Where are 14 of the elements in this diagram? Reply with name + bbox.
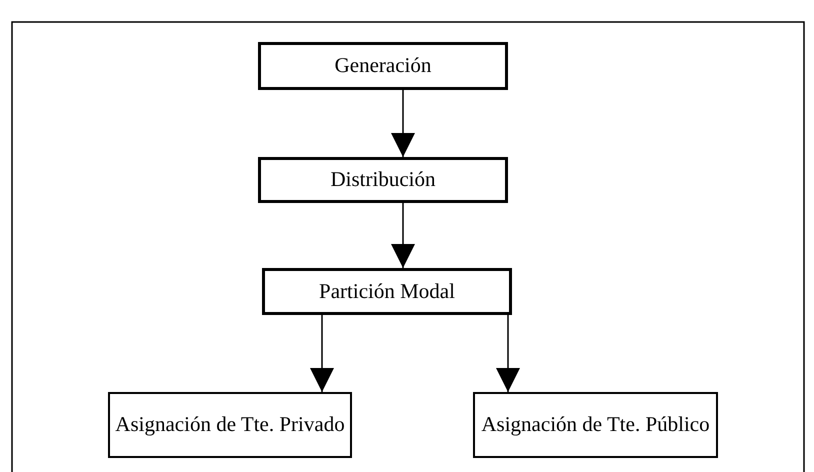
process-box — [262, 268, 512, 315]
box-label: Distribución — [330, 167, 436, 193]
arrow — [496, 315, 520, 392]
arrow — [310, 315, 334, 392]
box-label: Asignación de Tte. Privado — [115, 412, 345, 438]
process-box — [258, 42, 508, 90]
arrow — [391, 203, 415, 268]
process-box — [258, 157, 508, 203]
box-label: Asignación de Tte. Público — [481, 412, 710, 438]
arrow — [391, 90, 415, 157]
process-box — [473, 392, 718, 458]
process-box — [108, 392, 352, 458]
box-label: Generación — [334, 53, 432, 79]
box-label: Partición Modal — [319, 278, 455, 304]
